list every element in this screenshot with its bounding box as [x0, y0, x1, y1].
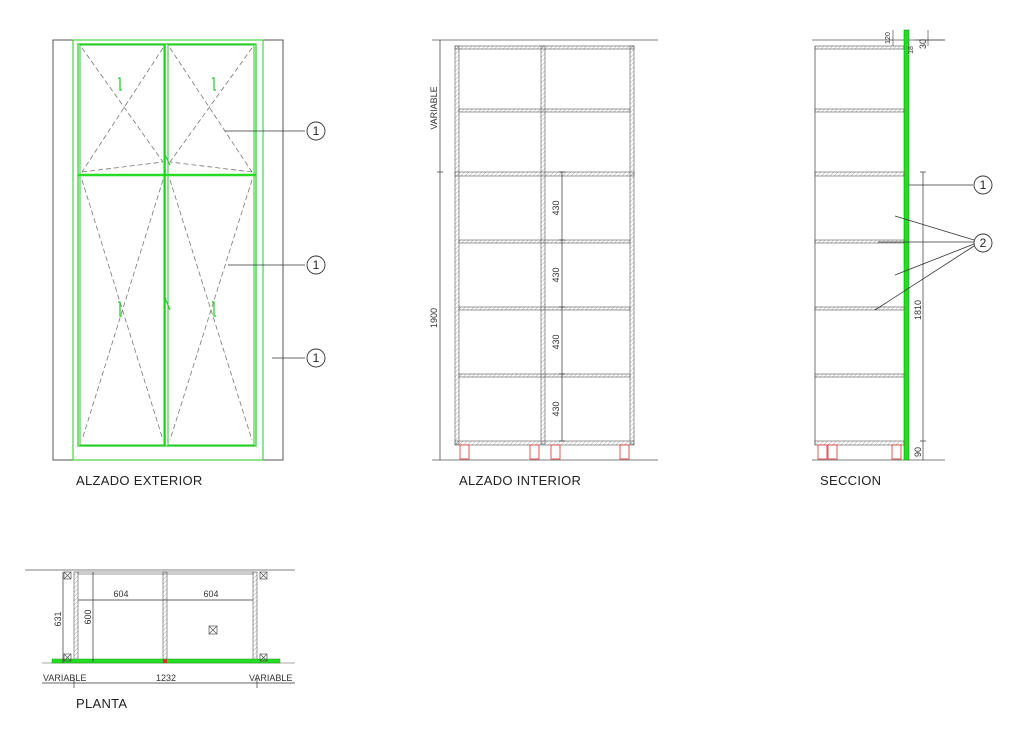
alzado-exterior-view: 1 1 1 ALZADO EXTERIOR	[52, 39, 326, 488]
seccion-view: 120 30 18 1810 90 1 2 SECCION	[812, 29, 993, 488]
dim-1232: 1232	[156, 673, 176, 683]
dim-90: 90	[913, 447, 923, 457]
dim-18: 18	[908, 46, 915, 54]
dim-variable: VARIABLE	[429, 86, 439, 129]
view-title-exterior: ALZADO EXTERIOR	[76, 473, 203, 488]
planta-view: 604 604 600 631 VARIABLE 1232 VARIABLE P…	[25, 569, 295, 711]
callout-2	[973, 233, 993, 253]
view-title-planta: PLANTA	[76, 696, 127, 711]
dim-430: 430	[551, 401, 561, 416]
callout-1a	[306, 121, 326, 141]
dim-variable-right: VARIABLE	[249, 673, 292, 683]
dim-430: 430	[551, 267, 561, 282]
callout-1b	[306, 255, 326, 275]
callout-text: 1	[313, 258, 320, 272]
dim-1810: 1810	[913, 300, 923, 320]
dim-604-left: 604	[113, 589, 128, 599]
dim-120: 120	[885, 32, 892, 44]
dim-631: 631	[53, 611, 63, 626]
dim-30: 30	[918, 39, 928, 49]
callout-1c	[306, 348, 326, 368]
dim-variable-left: VARIABLE	[43, 673, 86, 683]
alzado-interior-view: VARIABLE 1900 430 430 430 430 ALZADO INT…	[429, 39, 658, 488]
view-title-seccion: SECCION	[820, 473, 881, 488]
callout-text: 1	[980, 178, 987, 192]
callout-text: 1	[313, 124, 320, 138]
dim-600: 600	[83, 609, 93, 624]
dim-604-right: 604	[203, 589, 218, 599]
view-title-interior: ALZADO INTERIOR	[459, 473, 581, 488]
callout-text: 2	[980, 236, 987, 250]
dim-1900: 1900	[429, 308, 439, 328]
callout-text: 1	[313, 351, 320, 365]
dim-430: 430	[551, 200, 561, 215]
callout-1	[973, 175, 993, 195]
dim-430: 430	[551, 334, 561, 349]
